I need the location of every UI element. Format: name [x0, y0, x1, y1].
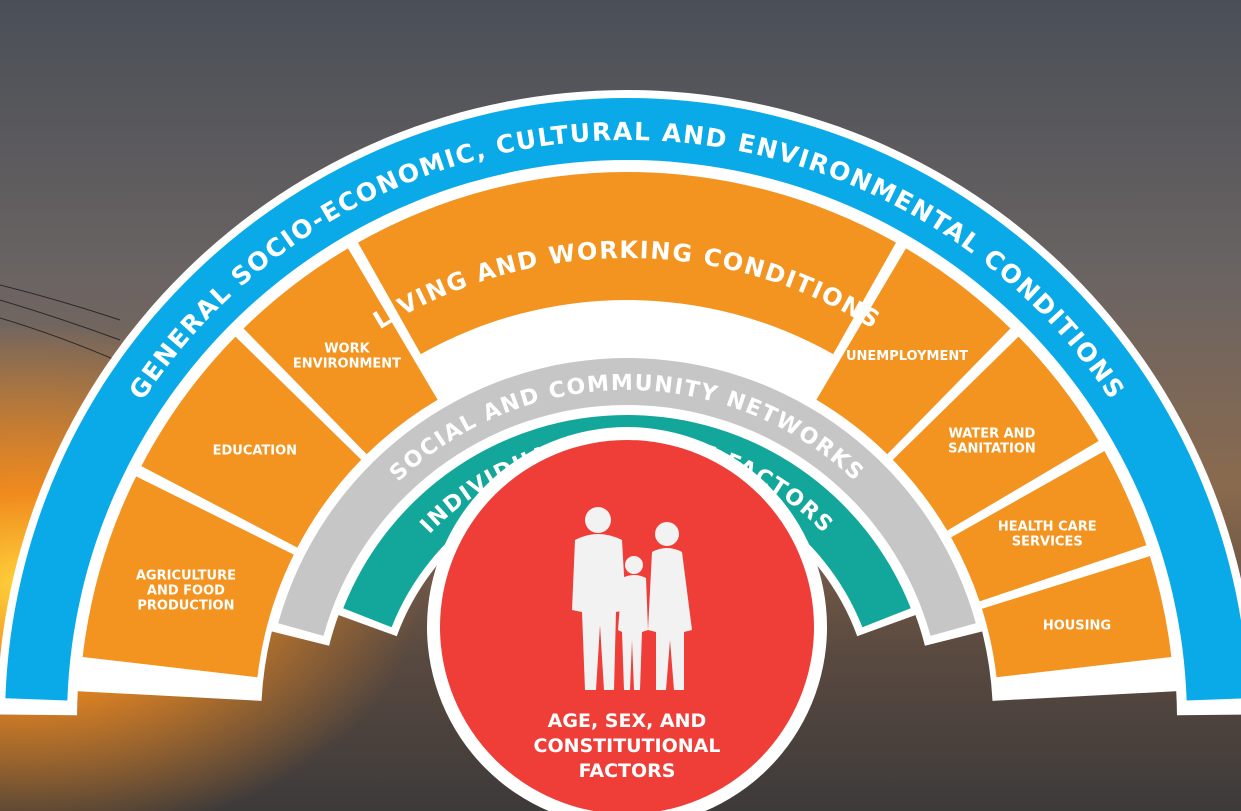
work-environment-segment [243, 248, 438, 455]
health-care-segment-label: HEALTH CARE [998, 519, 1097, 534]
education-segment [141, 336, 362, 548]
agriculture-segment-label: AND FOOD [147, 583, 225, 598]
water-sanitation-segment-label: WATER AND [949, 426, 1036, 441]
unemployment-segment-label: UNEMPLOYMENT [846, 349, 968, 364]
water-sanitation-segment-label: SANITATION [948, 441, 1036, 456]
housing-segment-label: HOUSING [1043, 618, 1111, 633]
water-sanitation-segment [892, 336, 1099, 531]
living-working-segment [357, 172, 897, 355]
health-care-segment [951, 450, 1147, 602]
work-environment-segment-label: ENVIRONMENT [293, 357, 401, 372]
individual-lifestyle-band [343, 415, 911, 628]
agriculture-segment [82, 476, 294, 678]
social-networks-band [278, 358, 976, 636]
education-segment-label: EDUCATION [213, 444, 297, 459]
health-care-segment-label: SERVICES [1012, 534, 1083, 549]
unemployment-segment [816, 248, 1011, 455]
work-environment-segment-label: WORK [324, 342, 370, 357]
core-label: AGE, SEX, AND [548, 710, 707, 732]
core-label: CONSTITUTIONAL [534, 735, 721, 757]
family-silhouette-icon [572, 507, 692, 690]
agriculture-segment-label: AGRICULTURE [136, 568, 236, 583]
agriculture-segment-label: PRODUCTION [137, 598, 234, 613]
housing-segment [981, 556, 1172, 678]
core-label: FACTORS [579, 760, 676, 782]
power-lines [0, 284, 121, 363]
socio-economic-band [5, 98, 1241, 701]
